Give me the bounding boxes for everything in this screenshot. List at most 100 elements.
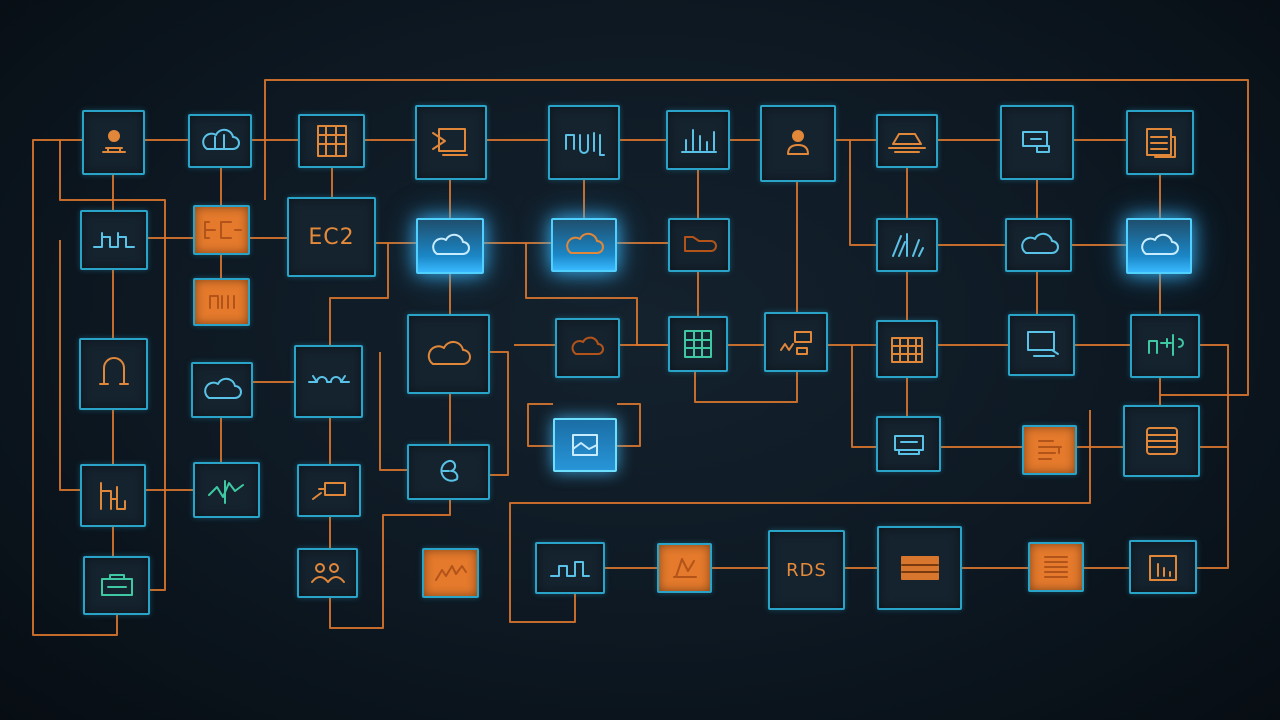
cloud-icon [201,376,243,404]
workflow-node[interactable] [80,210,148,270]
function-node[interactable] [193,278,250,326]
team-node[interactable] [297,548,358,598]
queue-node[interactable] [1022,425,1077,475]
team-icon [308,558,348,588]
connector-line [694,372,798,403]
database-icon [1143,424,1181,458]
switch-node[interactable] [1000,105,1074,180]
connector-line [851,345,876,448]
connector-line [329,243,389,345]
archive-icon [1144,550,1182,584]
server-rack-node[interactable] [298,114,365,168]
log-icon [1039,551,1073,583]
flow-icon [547,554,593,582]
chart-icon [676,122,720,158]
connector-line [264,79,1249,396]
cloud-node-highlighted[interactable] [416,218,484,274]
link-node[interactable] [294,345,363,418]
tag-node[interactable] [668,218,730,272]
cloud-node-2[interactable] [1005,218,1072,272]
pipeline-node[interactable] [297,464,361,517]
ec-node[interactable] [193,205,250,255]
log-node[interactable] [1028,542,1084,592]
document-node[interactable] [1126,110,1194,175]
network-node[interactable] [548,105,620,180]
function-icon [204,290,240,314]
router-node[interactable] [1130,314,1200,378]
queue-icon [1033,435,1067,465]
connector-line [1197,344,1229,569]
cloud-node-highlighted-3[interactable] [1126,218,1192,274]
cloud-icon [1018,231,1060,259]
storage-icon [885,126,929,156]
table-icon [898,551,942,585]
analytics-node[interactable] [193,462,260,518]
calendar-node[interactable] [876,320,938,378]
window-icon [567,431,603,459]
archive-node[interactable] [1129,540,1197,594]
connector-line [32,139,118,636]
cloud-node-5[interactable] [555,318,620,378]
connector-line [329,500,451,629]
cloud-node-highlighted-2[interactable] [551,218,617,272]
connector-line [59,140,166,591]
router-icon [1143,329,1187,363]
message-icon [775,326,817,358]
connector-line [490,351,509,476]
rds-label: RDS [786,559,827,581]
user-icon [781,126,815,162]
user-icon [97,126,131,160]
package-node[interactable] [83,556,150,615]
connector-line [527,403,553,447]
flow-node[interactable] [535,542,605,594]
message-node[interactable] [764,312,828,372]
grid-icon [681,327,715,361]
tray-icon [889,430,929,458]
cloud-icon [199,127,241,155]
monitor-icon [1022,328,1062,362]
lambda-node[interactable] [422,548,479,598]
package-icon [96,571,138,601]
gateway-node[interactable] [79,338,148,410]
user-node[interactable] [82,110,145,175]
connector-line [617,403,641,447]
monitor-node[interactable] [1008,314,1075,376]
cluster-node[interactable] [876,218,938,272]
console-node[interactable] [415,105,487,180]
compute-node-highlighted[interactable] [553,418,617,472]
storage-node[interactable] [876,114,938,168]
cloud-icon [425,338,473,370]
calendar-icon [888,332,926,366]
grid-node[interactable] [668,316,728,372]
connector-line [379,352,407,471]
chart-node[interactable] [666,110,730,170]
cluster-icon [887,228,927,262]
table-node[interactable] [877,526,962,610]
lambda-icon [432,560,470,586]
link-icon [305,370,353,394]
ec2-node[interactable]: EC2 [287,197,376,277]
terminal-icon [429,123,473,163]
bucket-node[interactable] [657,543,712,593]
chip-icon [201,216,243,244]
user-node-2[interactable] [760,105,836,182]
cloud-icon [429,232,471,260]
cloud-node-3[interactable] [191,362,253,418]
cloud-node-4[interactable] [407,314,490,394]
ec2-label: EC2 [308,224,355,250]
brain-node[interactable] [407,444,490,500]
tray-node[interactable] [876,416,941,472]
switch-icon [1017,126,1057,160]
database-stack-node[interactable] [1123,405,1200,477]
server-rack-icon [314,123,350,159]
document-icon [1141,125,1179,161]
hierarchy-icon [93,477,133,515]
tag-icon [679,231,719,259]
analytics-icon [205,473,249,507]
cloud-node[interactable] [188,114,252,168]
rds-node[interactable]: RDS [768,530,845,610]
hierarchy-node[interactable] [80,464,146,527]
cloud-icon [563,231,605,259]
